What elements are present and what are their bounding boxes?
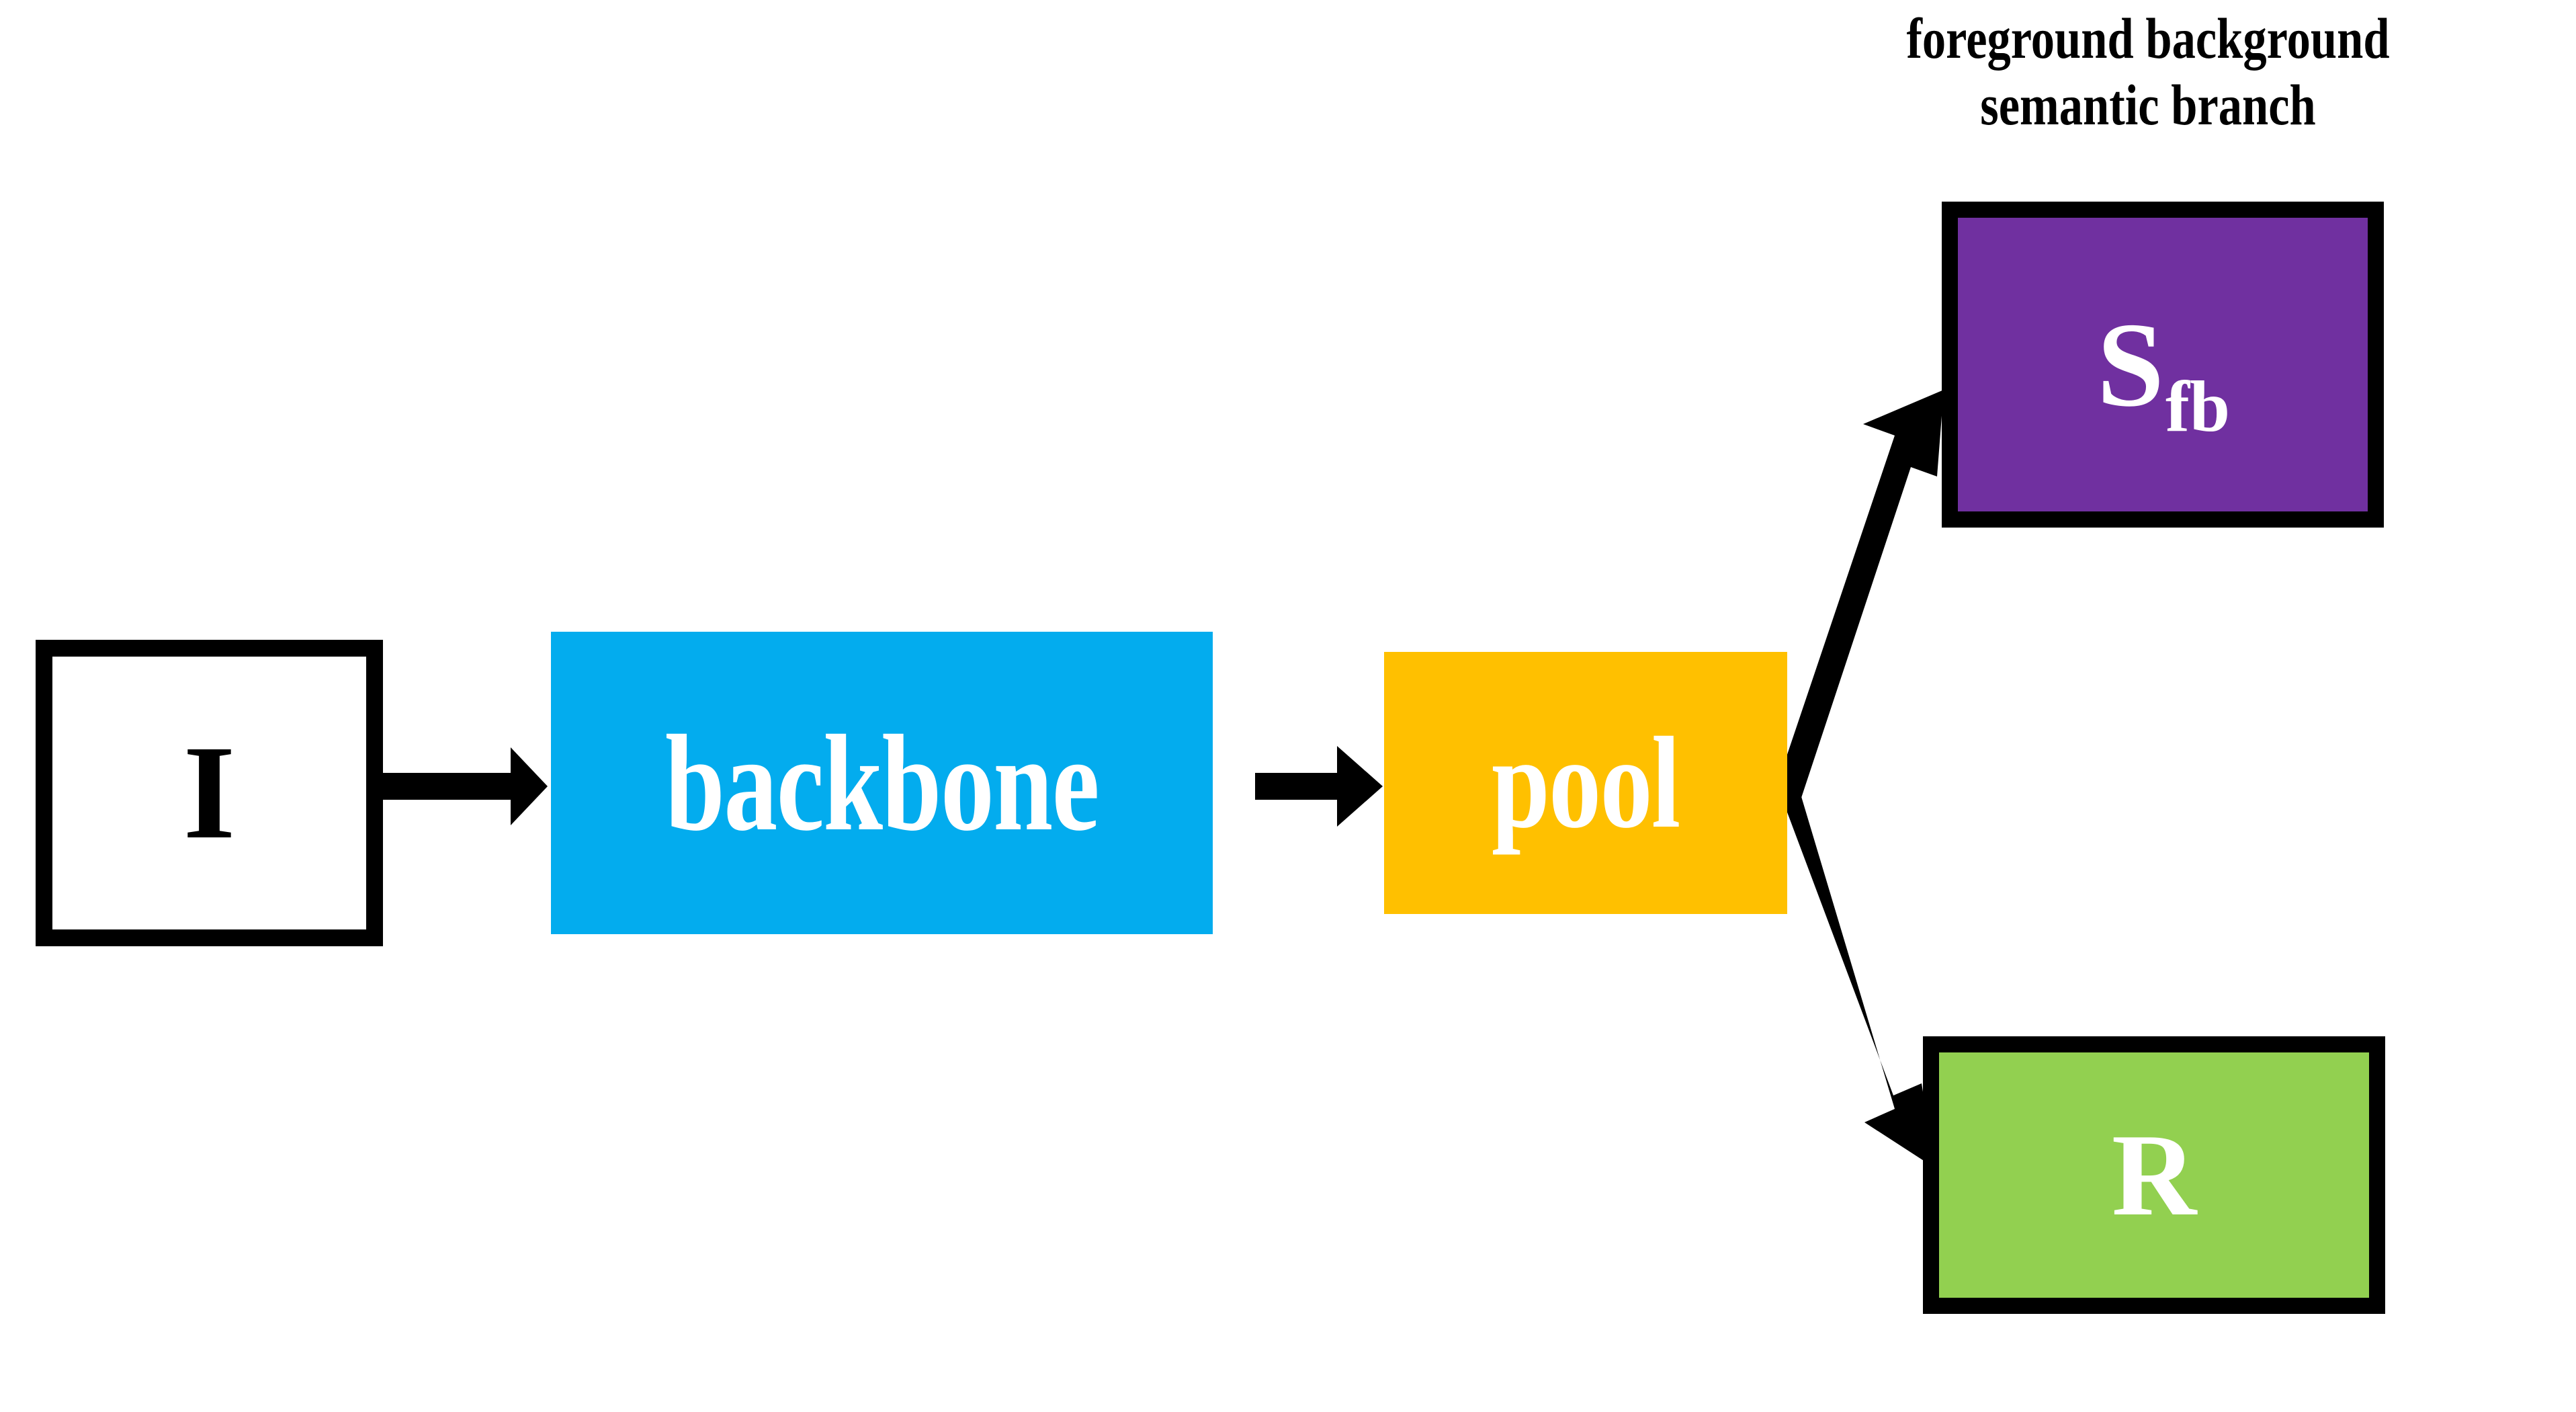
node-backbone[interactable]: backbone bbox=[551, 632, 1213, 934]
node-regression-output-label: R bbox=[2111, 1110, 2197, 1240]
node-regression-output[interactable]: R bbox=[1923, 1036, 2385, 1314]
node-pool-label: pool bbox=[1492, 710, 1680, 856]
arrow-pool-to-r bbox=[1774, 778, 1935, 1168]
node-pool[interactable]: pool bbox=[1384, 652, 1787, 914]
arrow-pool-to-sfb bbox=[1774, 390, 1944, 804]
node-input-label: I bbox=[183, 718, 236, 867]
branch-caption-line-1: foreground background bbox=[1906, 6, 2390, 71]
arrow-input-to-backbone bbox=[375, 747, 548, 825]
node-semantic-output-symbol: S bbox=[2096, 297, 2165, 431]
branch-caption: foreground background semantic branch bbox=[1797, 5, 2499, 138]
node-backbone-label: backbone bbox=[664, 706, 1100, 860]
node-input-image[interactable]: I bbox=[36, 640, 383, 946]
branch-caption-line-2: semantic branch bbox=[1980, 72, 2316, 137]
arrow-backbone-to-pool bbox=[1255, 746, 1383, 827]
node-semantic-output-subscript: fb bbox=[2165, 366, 2231, 447]
